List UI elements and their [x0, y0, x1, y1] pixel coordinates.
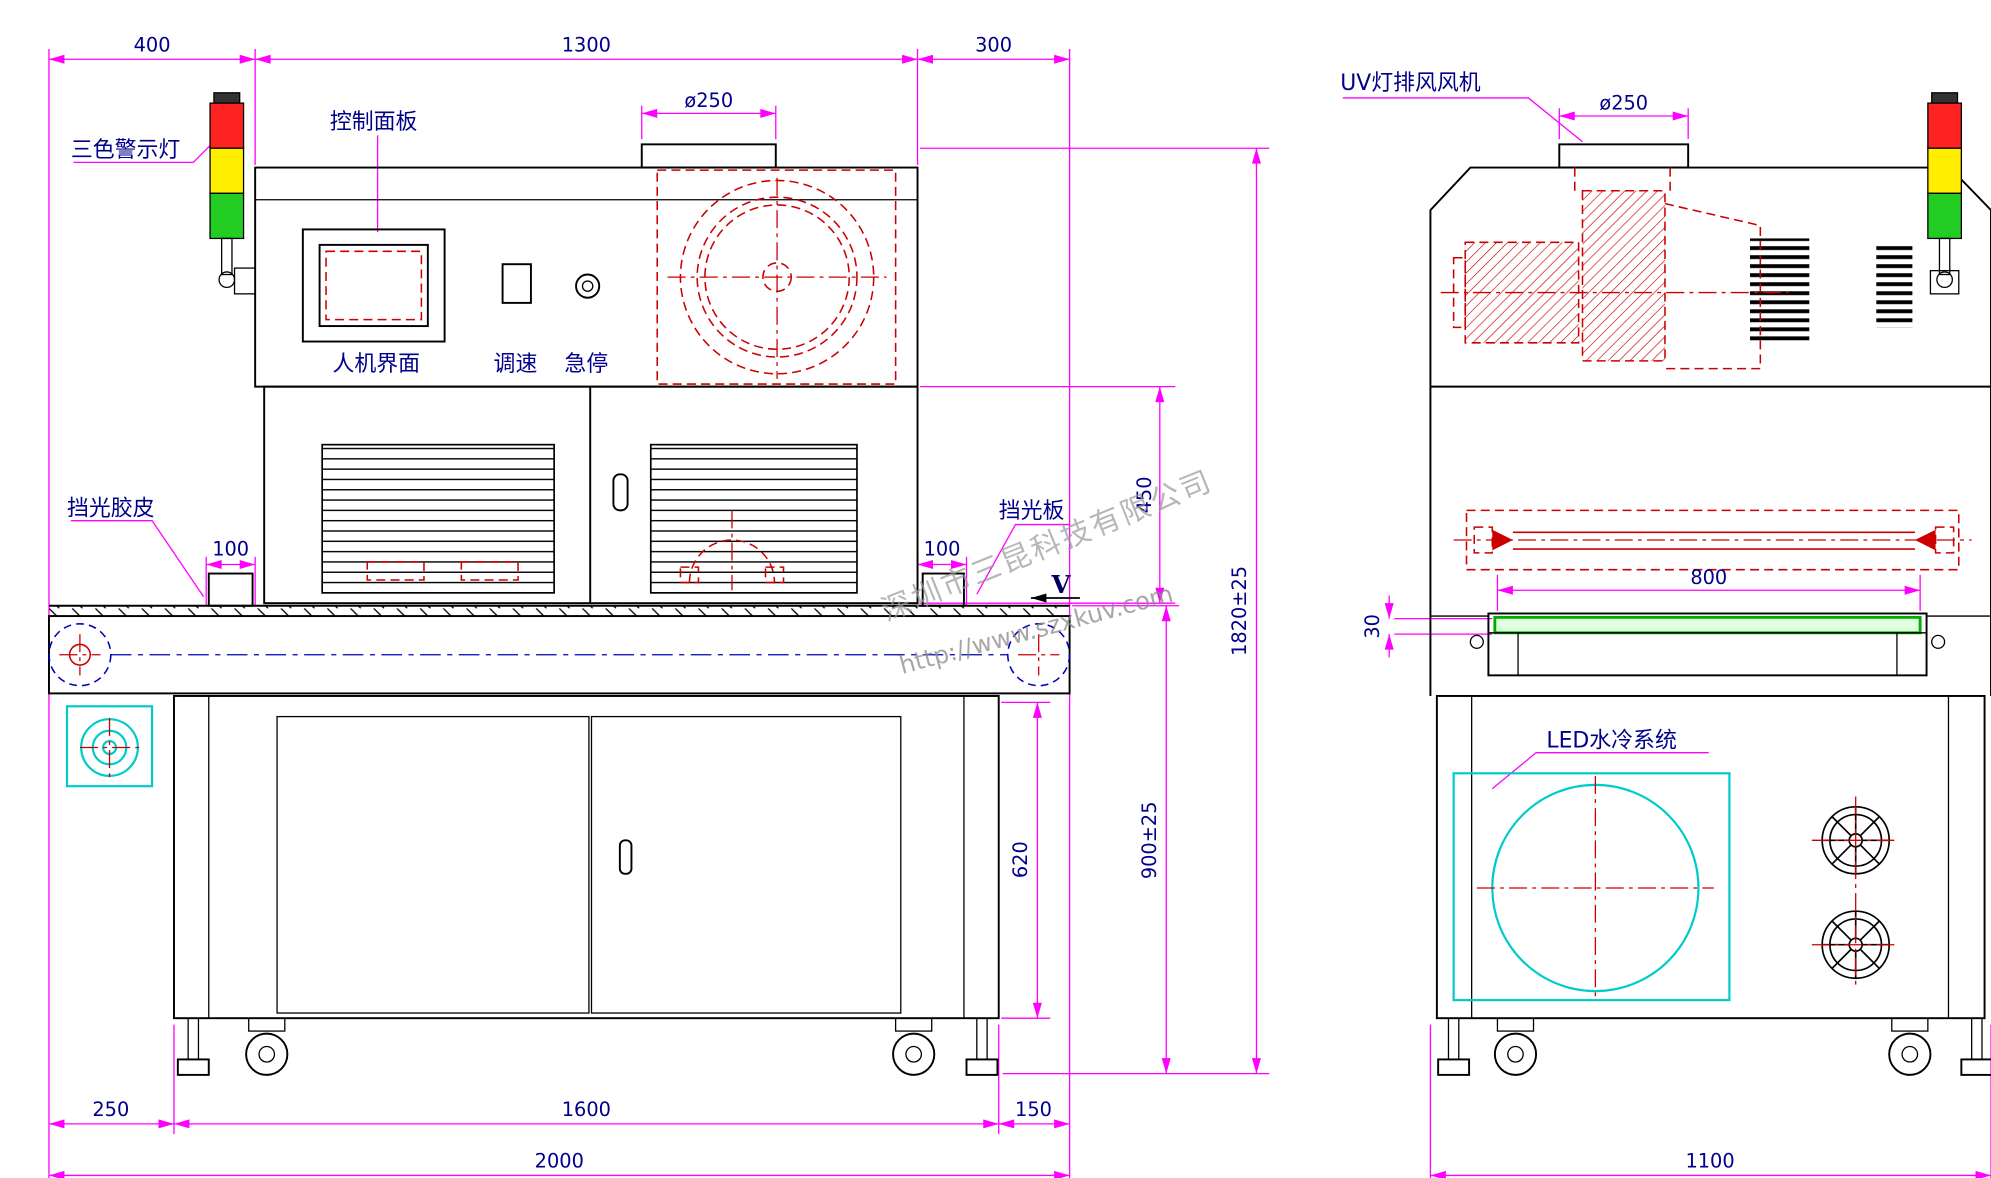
front-leader-lines: [70, 135, 1070, 598]
left-door: [276, 715, 590, 1014]
front-view: 三色警示灯 控制面板 人机界面 调速 急停 挡光胶皮 挡光板 V 400 130…: [48, 34, 1270, 1178]
front-feet: [176, 1017, 999, 1076]
dim-top-right: 300: [975, 34, 1012, 57]
exhaust-duct: [1558, 143, 1690, 169]
side-water-cooling-unit: [1452, 772, 1731, 1002]
dim-rubber-offset: 100: [212, 537, 249, 560]
dim-lamp-width: 800: [1690, 566, 1727, 589]
side-view: UV灯排风风机 LED水冷系统 ø250 800 30 1100: [1340, 71, 1991, 1178]
front-dimension-lines: [48, 48, 1270, 1178]
side-belt: [1469, 612, 1946, 677]
side-louver-large: [1750, 238, 1810, 342]
dim-top-mid: 1300: [562, 34, 611, 57]
dim-belt-thickness: 30: [1361, 614, 1384, 639]
hmi-screen: [318, 243, 429, 328]
front-machine-body: [254, 143, 919, 605]
front-drive-motor: [65, 705, 154, 788]
shade-plate-block: [921, 572, 965, 607]
label-uv-exhaust-fan: UV灯排风风机: [1340, 71, 1481, 96]
side-cooling-fans: [1811, 796, 1900, 988]
dim-fan-diameter: ø250: [684, 89, 733, 112]
label-shade-rubber: 挡光胶皮: [67, 497, 155, 522]
front-conveyor: [48, 572, 1071, 695]
dim-total-height: 1820±25: [1228, 566, 1251, 656]
label-hmi: 人机界面: [332, 352, 420, 377]
side-left-caster: [1493, 1032, 1538, 1076]
dim-duct-diameter: ø250: [1599, 92, 1648, 115]
dim-belt-level-height: 900±25: [1138, 801, 1161, 879]
label-control-panel: 控制面板: [330, 110, 418, 135]
left-caster: [245, 1032, 289, 1076]
label-shade-plate: 挡光板: [999, 499, 1065, 524]
side-feet: [1437, 1017, 1991, 1076]
side-leader-lines: [1342, 97, 1709, 790]
door-handle-upper: [612, 473, 629, 512]
side-fan-assembly: [1440, 167, 1789, 370]
front-exhaust-fan: [656, 169, 897, 385]
right-caster: [892, 1032, 936, 1076]
front-lower-cabinet: [173, 695, 1000, 1020]
side-uv-lamp-assembly: [1453, 509, 1972, 571]
warning-light-green: [209, 192, 245, 240]
label-speed: 调速: [494, 352, 538, 377]
dim-top-left: 400: [134, 34, 171, 57]
label-led-cooling: LED水冷系统: [1546, 729, 1676, 754]
dim-bottom-right: 150: [1015, 1098, 1052, 1121]
front-control-panel: [301, 228, 601, 343]
hmi-screen-frame: [301, 228, 446, 343]
label-warning-light: 三色警示灯: [71, 138, 181, 163]
label-belt-direction: V: [1051, 570, 1072, 599]
side-lower-cabinet: [1435, 695, 1986, 1020]
front-warning-light: [209, 92, 256, 295]
dim-total-depth: 1100: [1685, 1150, 1734, 1173]
dim-bottom-mid: 1600: [562, 1098, 611, 1121]
dim-bottom-left: 250: [92, 1098, 129, 1121]
warning-light-red: [209, 102, 245, 149]
side-warning-light: [1927, 92, 1963, 295]
right-vent-louvers: [649, 443, 858, 594]
conveyor-belt-green: [1493, 615, 1922, 635]
warning-light-yellow: [209, 147, 245, 194]
dim-mid-height: 450: [1133, 476, 1156, 513]
side-machine-body: [1429, 143, 1991, 696]
front-vent-hidden-details: [366, 510, 785, 591]
speed-knob: [501, 263, 532, 304]
label-estop: 急停: [564, 352, 608, 377]
dim-cabinet-height: 620: [1009, 841, 1032, 878]
shade-rubber-block: [207, 572, 254, 607]
side-right-caster: [1888, 1032, 1932, 1076]
left-roller: [48, 623, 112, 687]
side-louver-small: [1876, 244, 1913, 328]
left-vent-louvers: [321, 443, 555, 594]
door-handle-lower: [618, 839, 633, 875]
right-door: [590, 715, 902, 1014]
estop-button: [575, 273, 601, 299]
dim-total-width: 2000: [535, 1150, 584, 1173]
dim-plate-offset: 100: [924, 537, 961, 560]
right-roller: [1006, 623, 1071, 687]
